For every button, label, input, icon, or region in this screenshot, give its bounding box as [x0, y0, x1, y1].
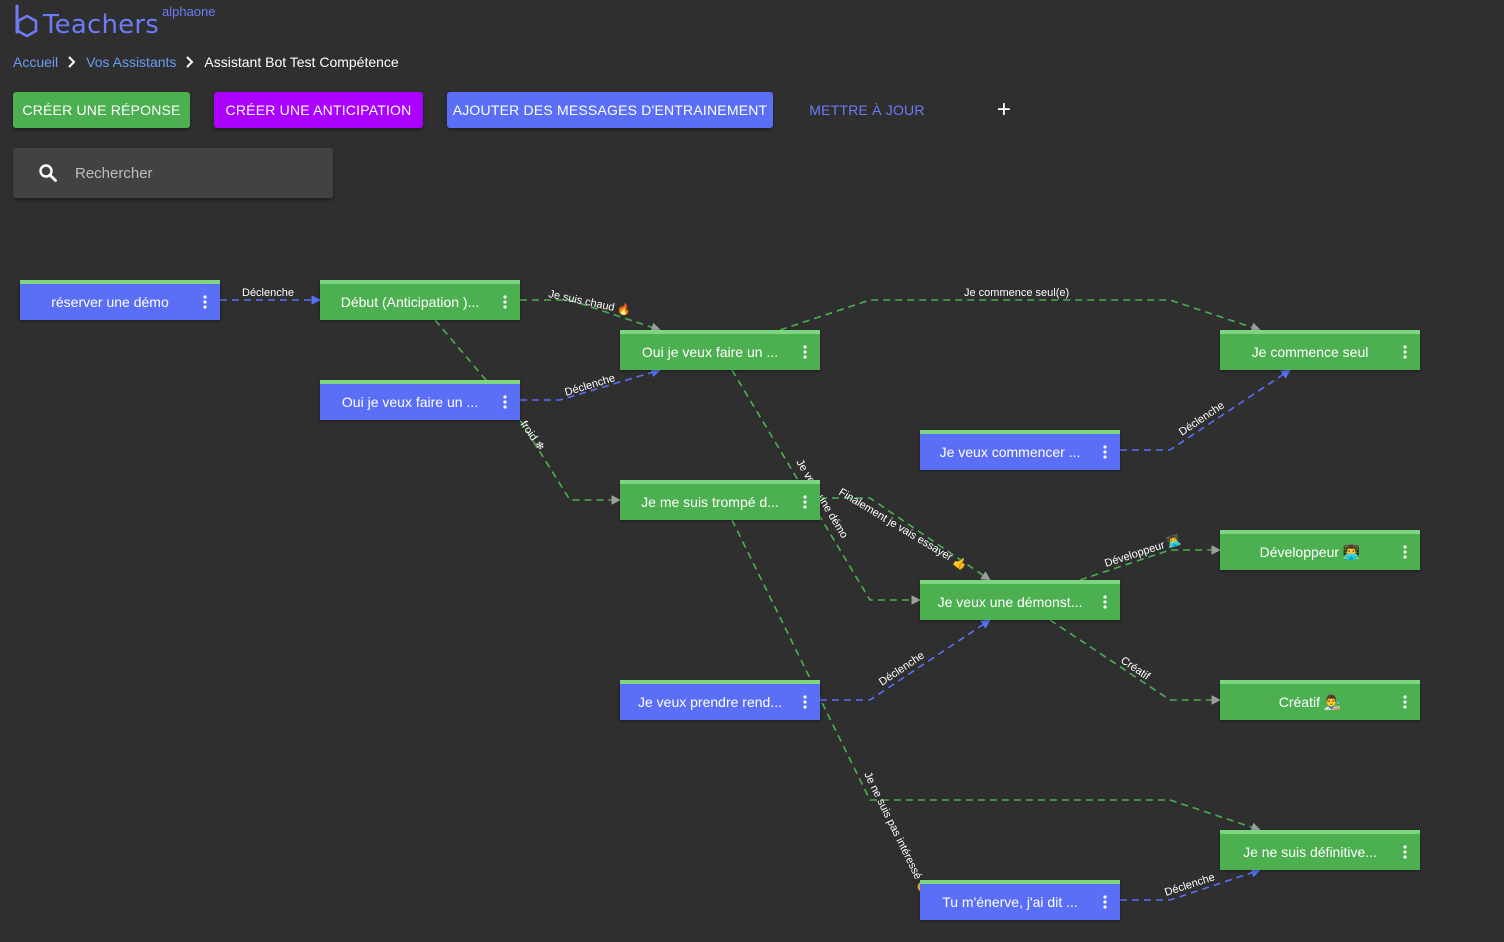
- edge-path: [820, 619, 991, 701]
- chevron-right-icon: [186, 56, 194, 68]
- node-label: Je veux une démonst...: [937, 594, 1083, 610]
- breadcrumb-assistants-link[interactable]: Vos Assistants: [86, 54, 177, 70]
- breadcrumb-home-link[interactable]: Accueil: [13, 54, 59, 70]
- breadcrumb-current: Assistant Bot Test Compétence: [204, 54, 399, 70]
- edge-path: [779, 299, 1261, 332]
- edge-path: [1049, 619, 1221, 705]
- node-label: Créatif 👨‍🎨: [1278, 693, 1342, 710]
- edge-label: froid ❄: [518, 419, 547, 453]
- more-vert-icon[interactable]: [1390, 684, 1420, 720]
- flow-node-trompe[interactable]: Je me suis trompé d...: [620, 480, 820, 520]
- more-vert-icon[interactable]: [490, 384, 520, 420]
- node-label: réserver une démo: [51, 294, 169, 310]
- flow-node-creatif[interactable]: Créatif 👨‍🎨: [1220, 680, 1420, 720]
- node-label: Oui je veux faire un ...: [641, 344, 779, 360]
- flow-node-prendre-rdv[interactable]: Je veux prendre rend...: [620, 680, 820, 720]
- more-vert-icon[interactable]: [790, 484, 820, 520]
- flow-node-pas-interesse[interactable]: Je ne suis définitive...: [1220, 830, 1420, 870]
- flow-node-oui-demo-trigger[interactable]: Oui je veux faire un ...: [320, 380, 520, 420]
- search-box: [13, 148, 333, 198]
- edge-path: [1120, 369, 1291, 451]
- bot-logo-icon: [15, 4, 38, 38]
- chevron-right-icon: [68, 56, 76, 68]
- search-icon: [39, 164, 57, 182]
- app-logo[interactable]: Teachers alphaone: [14, 4, 216, 40]
- node-label: Je commence seul: [1251, 344, 1369, 360]
- edge-label: Je ne suis pas intéressé 😕: [861, 770, 932, 897]
- more-vert-icon[interactable]: [1090, 434, 1120, 470]
- node-label: Début (Anticipation )...: [340, 294, 480, 310]
- more-vert-icon[interactable]: [1090, 584, 1120, 620]
- edge-label: Déclenche: [1177, 399, 1227, 438]
- add-button[interactable]: +: [988, 92, 1020, 128]
- flow-node-oui-demo[interactable]: Oui je veux faire un ...: [620, 330, 820, 370]
- edge-label: Créatif: [1118, 655, 1152, 684]
- app-name: Teachers: [43, 10, 159, 40]
- node-label: Je veux commencer ...: [939, 444, 1081, 460]
- edge-label: Je suis chaud 🔥: [547, 287, 632, 317]
- more-vert-icon[interactable]: [1390, 834, 1420, 870]
- edge-label: Déclenche: [877, 649, 927, 688]
- more-vert-icon[interactable]: [790, 334, 820, 370]
- flow-node-demonstration[interactable]: Je veux une démonst...: [920, 580, 1120, 620]
- more-vert-icon[interactable]: [1390, 334, 1420, 370]
- edge-path: [1120, 868, 1261, 901]
- edge-path: [820, 497, 991, 581]
- edge-label: Déclenche: [563, 372, 616, 399]
- node-label: Je me suis trompé d...: [641, 494, 779, 510]
- node-label: Développeur 👨‍💻: [1259, 543, 1361, 560]
- flow-node-commence-seul[interactable]: Je commence seul: [1220, 330, 1420, 370]
- more-vert-icon[interactable]: [1090, 884, 1120, 920]
- search-input[interactable]: [73, 163, 317, 183]
- edge-path: [731, 519, 1261, 832]
- node-label: Oui je veux faire un ...: [341, 394, 479, 410]
- breadcrumb: Accueil Vos Assistants Assistant Bot Tes…: [13, 54, 399, 70]
- flow-node-enerve[interactable]: Tu m'énerve, j'ai dit ...: [920, 880, 1120, 920]
- update-button[interactable]: METTRE À JOUR: [797, 92, 937, 128]
- create-response-button[interactable]: CRÉER UNE RÉPONSE: [13, 92, 190, 128]
- edge-label: Finalement je vais essayer 👍: [836, 485, 969, 572]
- flow-node-debut[interactable]: Début (Anticipation )...: [320, 280, 520, 320]
- edge-label: Déclenche: [1163, 871, 1216, 898]
- more-vert-icon[interactable]: [1390, 534, 1420, 570]
- more-vert-icon[interactable]: [190, 284, 220, 320]
- flow-node-reserver-demo[interactable]: réserver une démo: [20, 280, 220, 320]
- node-label: Tu m'énerve, j'ai dit ...: [942, 894, 1078, 910]
- edge-label: Développeur 👨‍💻: [1103, 533, 1183, 570]
- flow-node-commencer[interactable]: Je veux commencer ...: [920, 430, 1120, 470]
- node-label: Je veux prendre rend...: [638, 694, 782, 710]
- more-vert-icon[interactable]: [490, 284, 520, 320]
- edge-path: [520, 299, 661, 332]
- edge-label: Déclenche: [242, 287, 294, 299]
- more-vert-icon[interactable]: [790, 684, 820, 720]
- node-label: Je ne suis définitive...: [1243, 844, 1377, 860]
- edge-path: [520, 367, 661, 401]
- flow-node-developpeur[interactable]: Développeur 👨‍💻: [1220, 530, 1420, 570]
- edge-path: [1079, 545, 1221, 581]
- edge-label: Je commence seul(e): [964, 287, 1069, 299]
- add-training-messages-button[interactable]: AJOUTER DES MESSAGES D'ENTRAINEMENT: [447, 92, 773, 128]
- create-anticipation-button[interactable]: CRÉER UNE ANTICIPATION: [214, 92, 423, 128]
- workspace-name: alphaone: [162, 4, 216, 19]
